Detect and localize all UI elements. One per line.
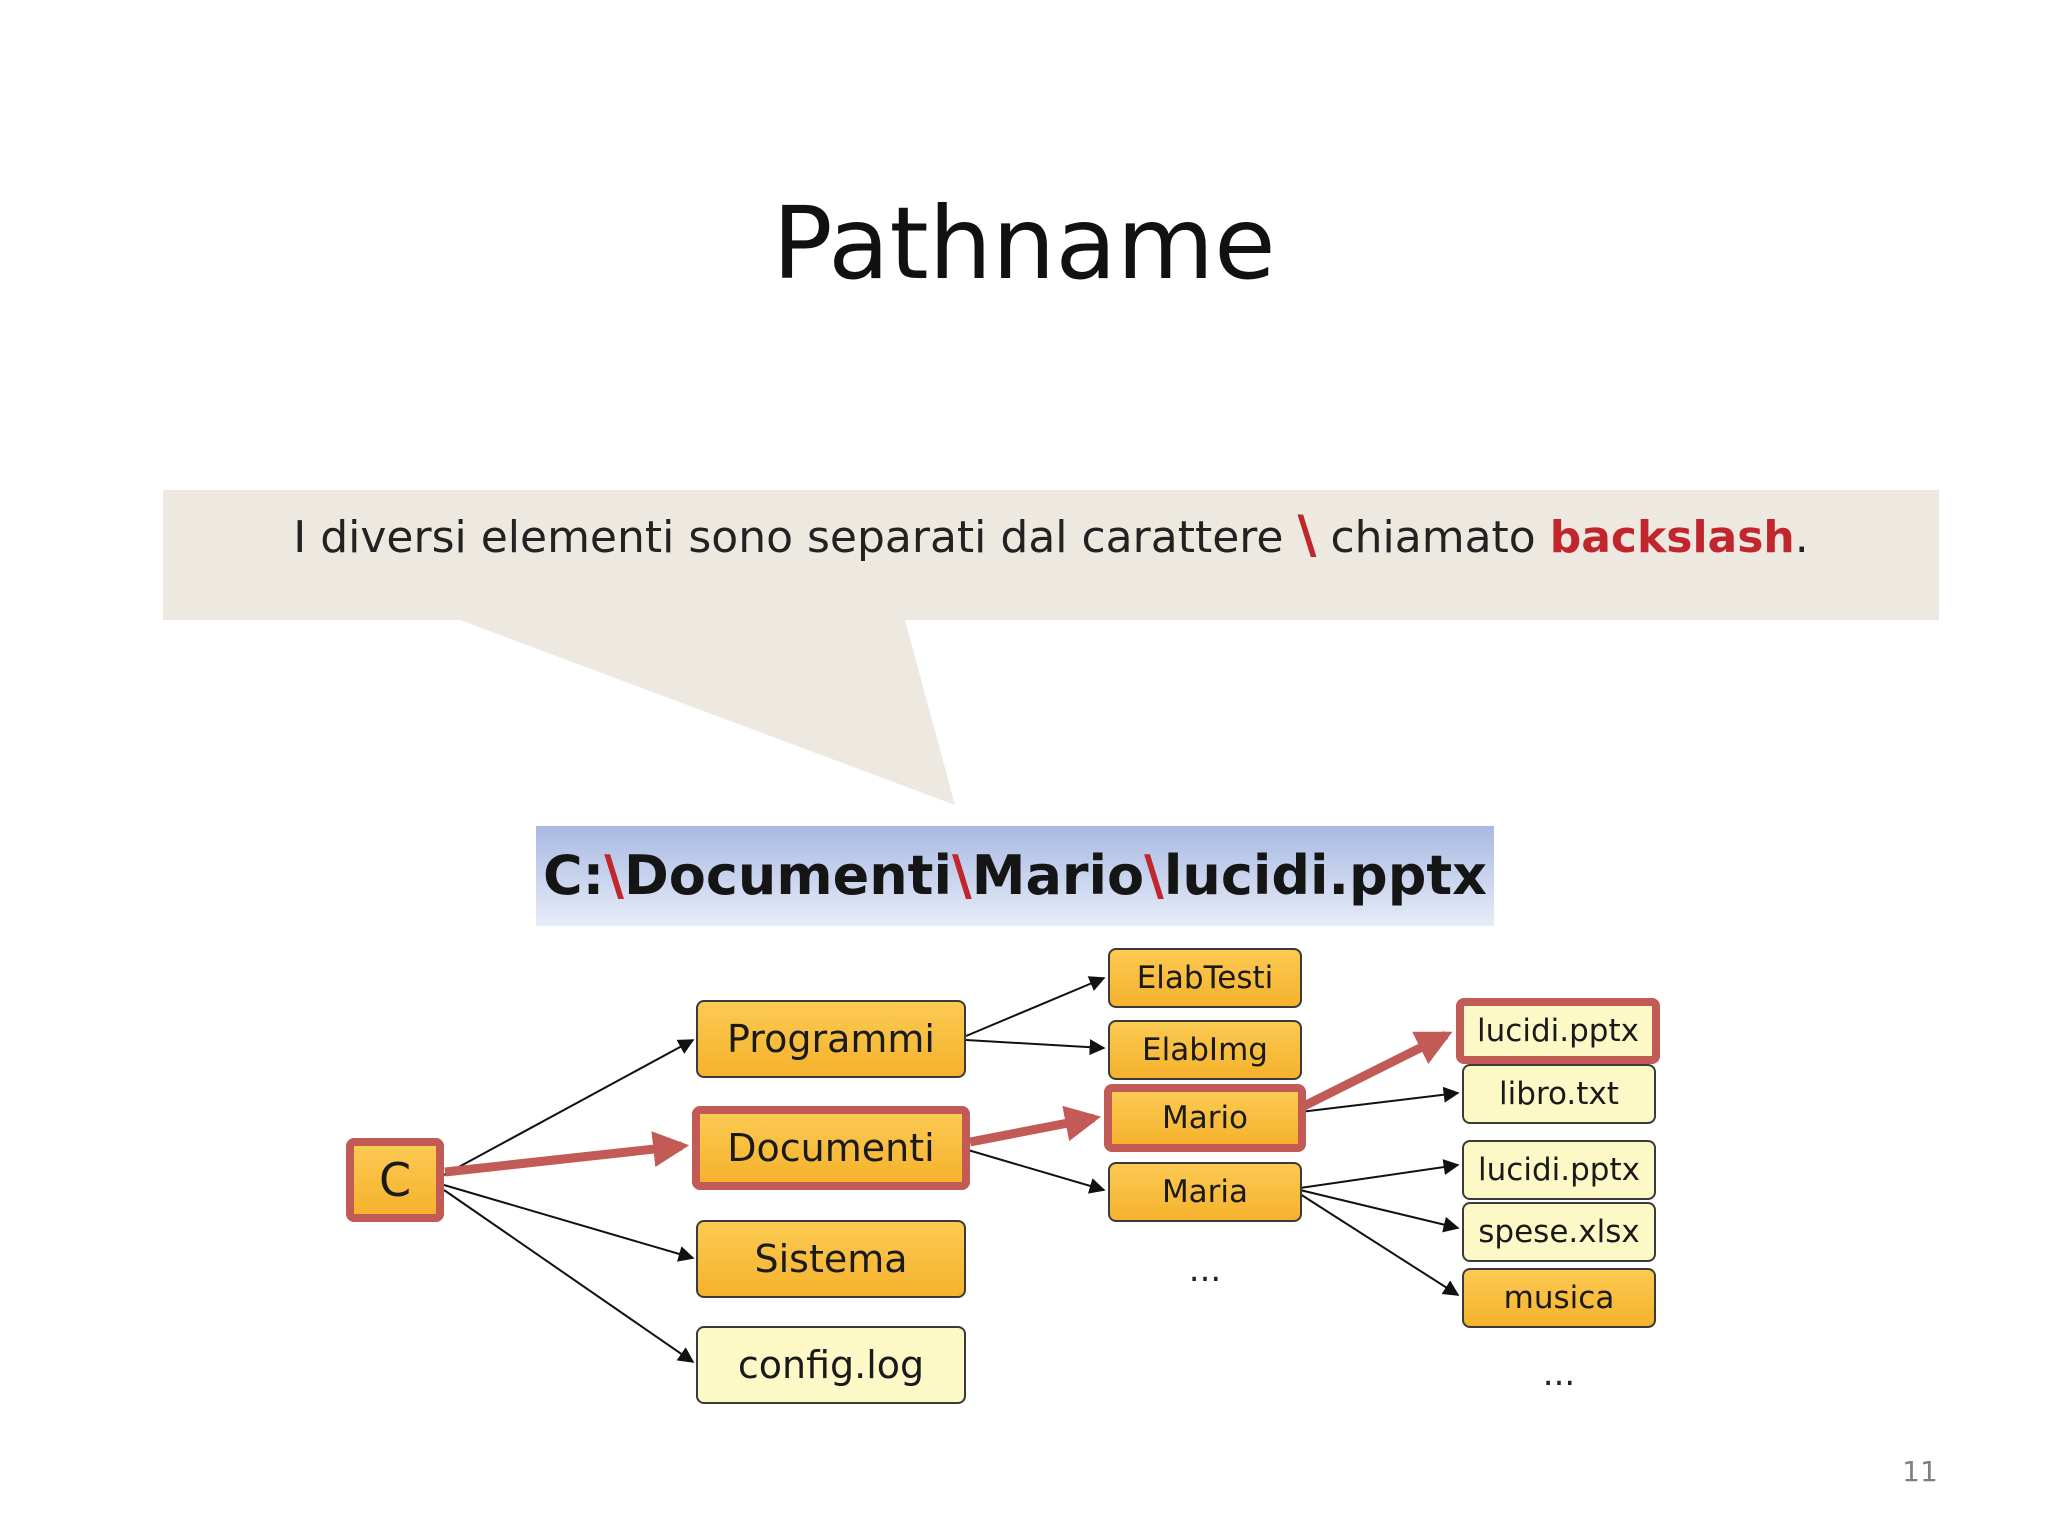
node-programmi: Programmi [696, 1000, 966, 1078]
edge-mario-libro [1299, 1086, 1460, 1113]
edge-highlight-mario-lucidi [1297, 1030, 1453, 1113]
node-musica: musica [1462, 1268, 1656, 1328]
page-number: 11 [1902, 1455, 1938, 1488]
node-elabimg: ElabImg [1108, 1020, 1302, 1080]
node-config-log: config.log [696, 1326, 966, 1404]
edge-highlight-documenti-mario [969, 1105, 1102, 1147]
path-separator: \ [952, 844, 972, 907]
path-separator: \ [604, 844, 624, 907]
edge-maria-spese [1299, 1189, 1460, 1233]
node-maria: Maria [1108, 1162, 1302, 1222]
level3-more: ... [1542, 1354, 1576, 1394]
callout-box [163, 490, 1939, 620]
node-mario: Mario [1104, 1084, 1306, 1152]
callout-text-middle: chiamato [1330, 512, 1536, 563]
edge-programmi-elabtesti [965, 976, 1106, 1037]
node-lucidi-pptx-maria: lucidi.pptx [1462, 1140, 1656, 1200]
path-part-file: lucidi.pptx [1163, 844, 1487, 907]
level2-more: ... [1188, 1250, 1222, 1290]
path-bar: C:\Documenti\Mario\lucidi.pptx [536, 826, 1494, 926]
node-documenti: Documenti [692, 1106, 970, 1190]
edge-c-programmi [443, 1039, 695, 1176]
path-part-folder: Documenti [623, 844, 952, 907]
edge-documenti-maria [967, 1149, 1106, 1194]
edge-programmi-elabimg [965, 1039, 1106, 1056]
slide-title: Pathname [772, 185, 1276, 302]
path-part-drive: C: [542, 844, 605, 907]
callout-emphasis: backslash [1549, 512, 1795, 563]
edge-c-sistema [443, 1184, 695, 1262]
node-lucidi-pptx-mario: lucidi.pptx [1456, 998, 1660, 1064]
edge-highlight-c-documenti [444, 1131, 690, 1177]
node-elabtesti: ElabTesti [1108, 948, 1302, 1008]
path-part-subfolder: Mario [971, 844, 1145, 907]
edge-c-config [443, 1189, 695, 1363]
node-root-c: C [346, 1138, 444, 1222]
edge-maria-musica [1299, 1193, 1460, 1296]
edge-maria-lucidi2 [1299, 1159, 1460, 1189]
callout-text: I diversi elementi sono separati dal car… [163, 500, 1939, 570]
callout-symbol: \ [1297, 505, 1317, 565]
callout-text-after: . [1794, 512, 1809, 563]
node-libro-txt: libro.txt [1462, 1064, 1656, 1124]
path-separator: \ [1144, 844, 1164, 907]
callout-text-before: I diversi elementi sono separati dal car… [293, 512, 1284, 563]
node-sistema: Sistema [696, 1220, 966, 1298]
node-spese-xlsx: spese.xlsx [1462, 1202, 1656, 1262]
